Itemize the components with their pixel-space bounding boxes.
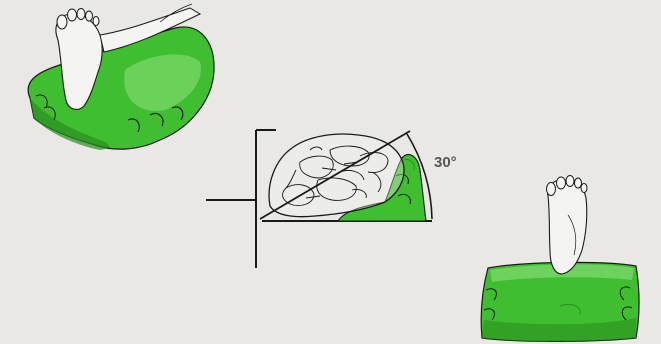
angle-label: 30° <box>434 154 457 171</box>
foot-cross-section-angle: 30° <box>206 129 457 268</box>
foot-on-wedge-cushion <box>27 3 215 150</box>
angle-line <box>259 130 411 220</box>
foot-on-flat-cushion <box>480 175 640 342</box>
angle-arc <box>406 133 433 220</box>
